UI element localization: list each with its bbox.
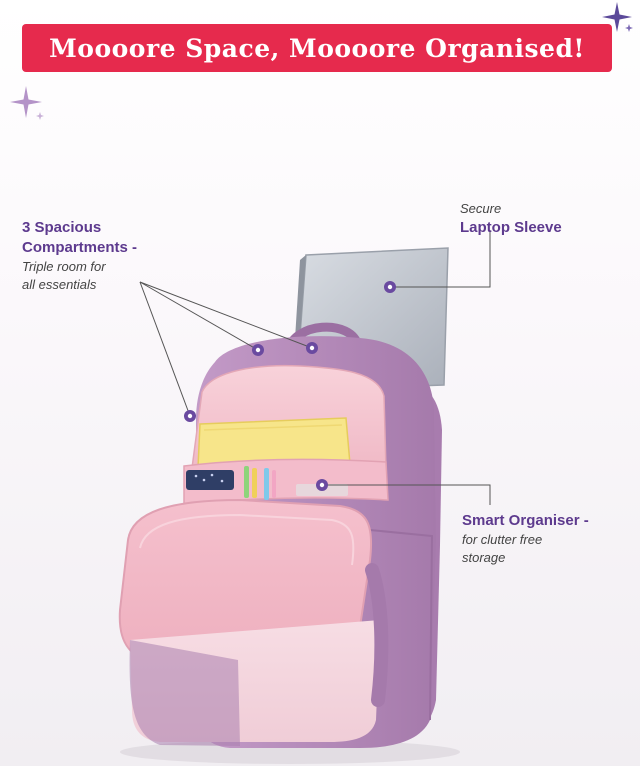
front-flap [118,498,373,661]
flower-marker-icons [184,281,396,491]
sparkle-icon-left [10,86,44,120]
sparkle-icon-top-right [602,2,633,32]
bag-lining [183,364,389,505]
flower-marker-icon-1 [252,344,264,356]
header-banner: Moooore Space, Moooore Organised! [22,24,612,72]
front-panel [129,563,389,746]
organiser-title: Smart Organiser - [462,512,589,529]
compartments-title-line2: Compartments - [22,239,138,256]
compartments-title-line1: 3 Spacious [22,219,102,236]
laptop-title: Laptop Sleeve [460,219,562,236]
compartments-desc-line2: all essentials [22,277,97,292]
flower-marker-icon-5 [316,479,328,491]
organiser-desc-line2: storage [462,550,506,565]
callout-smart-organiser: Smart Organiser - for clutter free stora… [462,511,632,567]
flower-marker-icon-3 [184,410,196,422]
organiser-desc-line1: for clutter free [462,532,543,547]
compartments-desc-line1: Triple room for [22,259,106,274]
flower-marker-icon-2 [306,342,318,354]
callout-compartments: 3 Spacious Compartments - Triple room fo… [22,218,192,294]
banner-title: Moooore Space, Moooore Organised! [49,33,585,63]
callout-lines [139,230,491,505]
callout-laptop-sleeve: Secure Laptop Sleeve [460,200,620,238]
flower-marker-icon-4 [384,281,396,293]
laptop-prefix: Secure [460,201,502,216]
